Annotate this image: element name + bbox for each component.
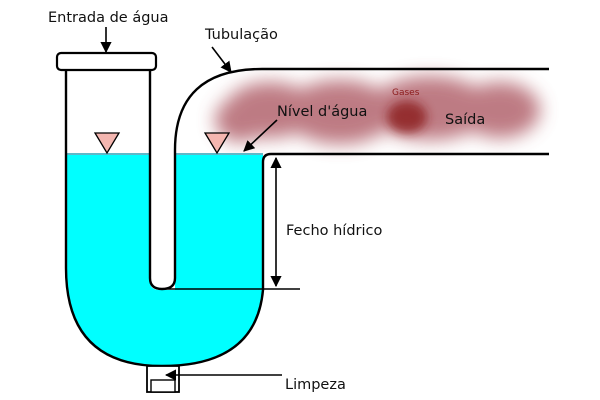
water-seal-label: Fecho hídrico (286, 223, 382, 239)
water-inlet-label: Entrada de água (48, 10, 168, 26)
water-body-right (175, 154, 263, 290)
water-level-arrow-icon (243, 119, 278, 152)
water-level-label: Nível d'água (277, 104, 367, 120)
gases-label: Gases (392, 88, 420, 98)
cleanout-plug-cap (150, 379, 176, 393)
cleanout-label: Limpeza (285, 377, 346, 393)
pipe-outer-wall (64, 70, 549, 368)
gas-cloud (215, 76, 540, 144)
water-body (66, 154, 263, 366)
pipe-label: Tubulação (204, 27, 278, 43)
level-marker-right-icon (203, 132, 231, 155)
level-marker-left-icon (93, 132, 121, 155)
gas-core (387, 101, 427, 133)
inlet-cap (55, 51, 158, 72)
pipe-arrow-icon (211, 46, 232, 73)
outlet-label: Saída (445, 112, 485, 128)
pipe-inner-wall (148, 67, 549, 291)
